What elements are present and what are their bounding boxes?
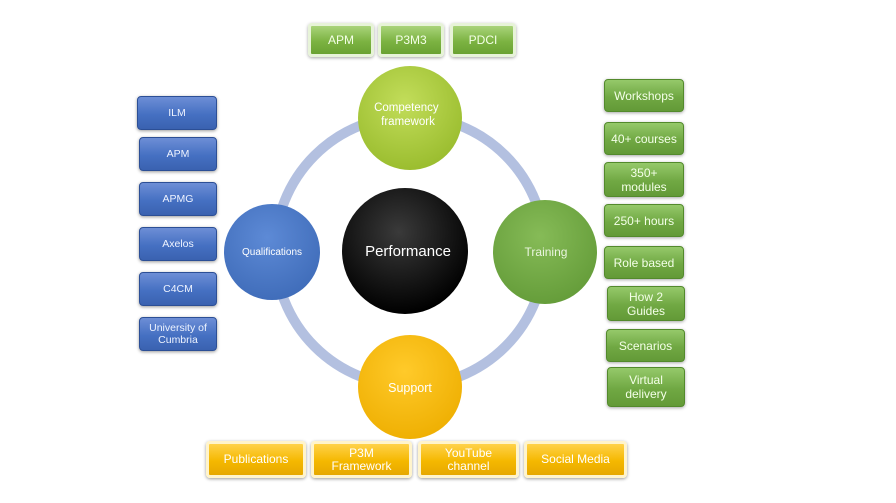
bottom-box-youtube-channel: YouTube channel (418, 441, 519, 478)
top-box-apm: APM (308, 23, 374, 57)
left-box-label: Axelos (162, 238, 194, 250)
right-box-workshops: Workshops (604, 79, 684, 112)
performance-node (342, 188, 468, 314)
left-box-label: APM (166, 148, 190, 160)
top-box-pdci-label: PDCI (468, 33, 498, 47)
bottom-box-label: Social Media (541, 452, 610, 466)
top-box-p3m3-label: P3M3 (395, 33, 427, 47)
right-box-40-courses: 40+ courses (604, 122, 684, 155)
left-box-axelos: Axelos (139, 227, 217, 261)
right-box-label-line-1: How 2 (628, 289, 663, 304)
right-box-role-based: Role based (604, 246, 684, 279)
bottom-box-publications: Publications (206, 441, 306, 478)
right-box-label: 250+ hours (613, 213, 675, 228)
competency-framework-node (358, 66, 462, 170)
support-label: Support (388, 381, 432, 395)
right-box-label-line-1: 350+ (630, 165, 658, 180)
right-box-label-line-2: delivery (625, 387, 667, 401)
performance-label: Performance (365, 243, 451, 260)
right-box-label: Scenarios (618, 338, 673, 353)
left-box-label: APMG (162, 193, 194, 205)
left-box-label-line-2: Cumbria (158, 334, 198, 346)
bottom-box-label-line-1: P3M (349, 445, 374, 460)
left-box-c4cm: C4CM (139, 272, 217, 306)
competency-label-line-1: Competency (374, 102, 439, 114)
support-node (358, 335, 462, 439)
top-box-apm-label: APM (327, 33, 354, 47)
right-box-label: Workshops (614, 88, 674, 103)
bottom-box-social-media: Social Media (524, 441, 627, 478)
right-box-label-line-2: modules (621, 179, 667, 194)
left-box-apm: APM (139, 137, 217, 171)
right-box-virtual-delivery: Virtual delivery (607, 367, 685, 407)
top-box-pdci: PDCI (450, 23, 516, 57)
right-box-how-2-guides: How 2 Guides (607, 286, 685, 321)
right-box-scenarios: Scenarios (606, 329, 685, 362)
left-box-apmg: APMG (139, 182, 217, 216)
bottom-box-label-line-2: Framework (331, 458, 392, 473)
training-node (493, 200, 597, 304)
right-box-label-line-1: Virtual (629, 373, 663, 387)
left-box-label-line-1: University of (149, 322, 207, 334)
right-box-label-line-2: Guides (626, 303, 666, 318)
left-box-label: C4CM (163, 283, 193, 295)
right-box-label: 40+ courses (611, 131, 677, 146)
left-box-label: ILM (168, 107, 186, 119)
training-label: Training (525, 245, 568, 259)
bottom-box-p3m-framework: P3M Framework (311, 441, 412, 478)
left-box-ilm: ILM (137, 96, 217, 130)
bottom-box-label-line-1: YouTube (444, 445, 493, 460)
top-box-p3m3: P3M3 (378, 23, 444, 57)
qualifications-label: Qualifications (242, 247, 302, 258)
bottom-box-label-line-2: channel (447, 458, 490, 473)
competency-framework-label: Competency framework (374, 102, 442, 128)
right-box-label: Role based (613, 255, 675, 270)
right-box-350-modules: 350+ modules (604, 162, 684, 197)
right-box-250-hours: 250+ hours (604, 204, 684, 237)
bottom-box-label: Publications (223, 452, 289, 466)
qualifications-node (224, 204, 320, 300)
competency-label-line-2: framework (381, 116, 435, 128)
left-box-university-of-cumbria: University of Cumbria (139, 317, 217, 351)
